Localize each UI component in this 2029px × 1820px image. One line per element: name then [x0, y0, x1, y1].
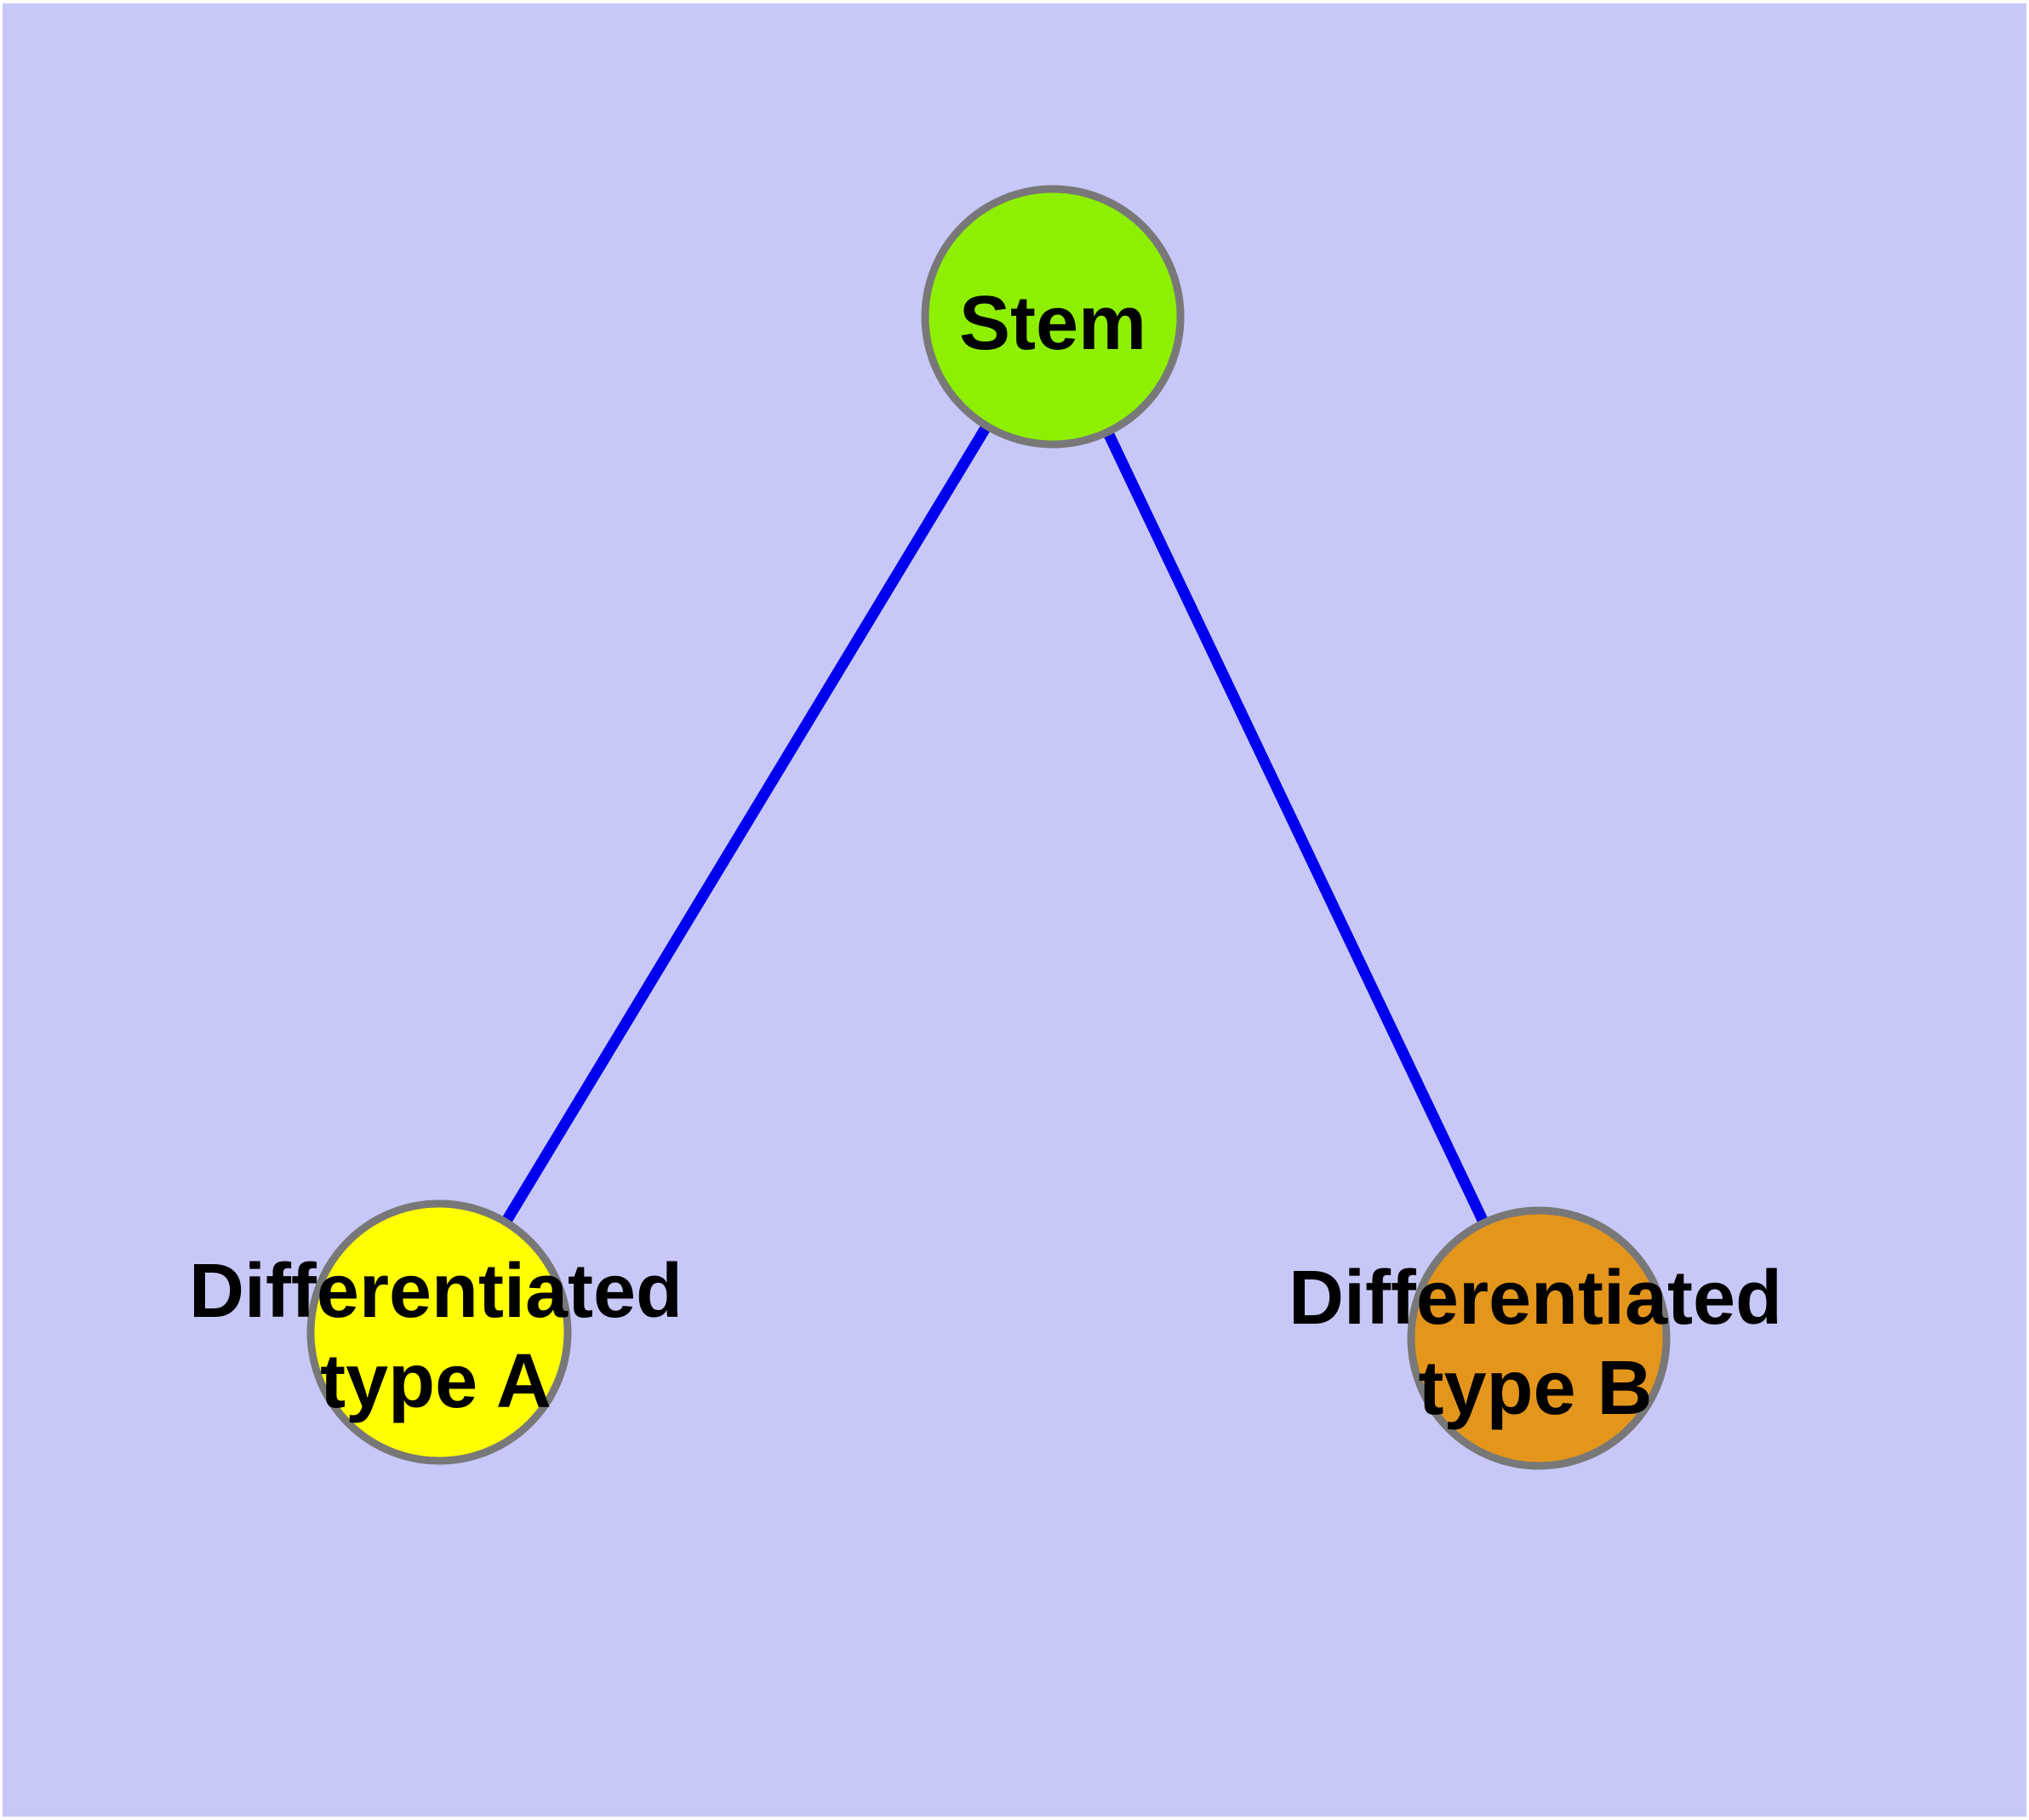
edge-stem-to-type-b — [1048, 314, 1544, 1341]
node-differentiated-type-a-label-line2: type A — [320, 1339, 552, 1424]
node-differentiated-type-b-label-line2: type B — [1418, 1346, 1652, 1431]
node-differentiated-type-b-label-line1: Differentiated — [1289, 1256, 1782, 1341]
node-stem-circle — [921, 185, 1185, 449]
node-differentiated-type-b: Differentiated type B — [1289, 1206, 1782, 1470]
node-differentiated-type-a-circle — [306, 1199, 572, 1465]
node-differentiated-type-b-circle — [1407, 1206, 1671, 1470]
node-differentiated-type-a: Differentiated type A — [189, 1199, 683, 1465]
edge-stem-to-type-a — [434, 313, 1058, 1336]
node-stem: Stem — [921, 185, 1185, 449]
node-stem-label: Stem — [959, 281, 1146, 366]
node-differentiated-type-a-label-line1: Differentiated — [189, 1249, 683, 1334]
